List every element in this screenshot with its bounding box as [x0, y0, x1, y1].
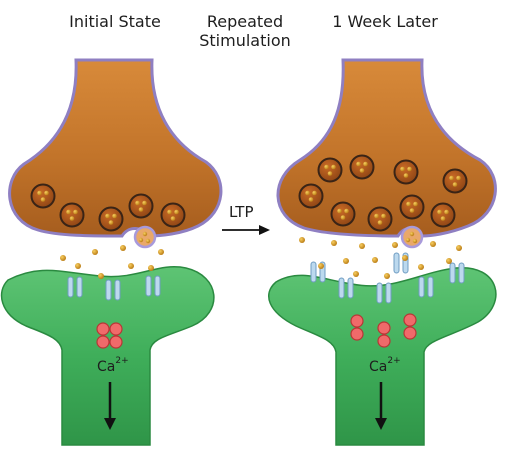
calcium-ion: [109, 322, 123, 336]
calcium-ion: [403, 313, 417, 327]
neurotransmitter: [98, 273, 104, 279]
neurotransmitter: [430, 241, 436, 247]
receptor: [393, 252, 409, 274]
header-one-week-later: 1 Week Later: [332, 12, 438, 31]
neurotransmitter: [331, 240, 337, 246]
vesicle: [349, 154, 375, 180]
vesicles-later: [298, 154, 468, 232]
receptors-initial: [67, 275, 161, 301]
vesicle: [128, 193, 154, 219]
calcium-ion: [403, 326, 417, 340]
calcium-ion: [350, 314, 364, 328]
neurotransmitter: [299, 237, 305, 243]
neurotransmitter: [75, 263, 81, 269]
receptor: [449, 262, 465, 284]
vesicle: [30, 183, 56, 209]
neurotransmitter: [418, 264, 424, 270]
vesicle: [59, 202, 85, 228]
neurotransmitter: [372, 257, 378, 263]
vesicle: [98, 206, 124, 232]
receptor: [67, 276, 83, 298]
neurotransmitter: [353, 271, 359, 277]
calcium-ion: [96, 335, 110, 349]
calcium-ion: [377, 334, 391, 348]
receptor: [418, 276, 434, 298]
header-repeated-stimulation: Repeated Stimulation: [180, 12, 310, 50]
neurotransmitter: [120, 245, 126, 251]
vesicle: [330, 201, 356, 227]
header-initial-state: Initial State: [69, 12, 161, 31]
receptor: [145, 275, 161, 297]
release-site-right: [400, 225, 424, 249]
presynaptic-terminal-left: [8, 58, 223, 238]
neurotransmitter: [456, 245, 462, 251]
receptors-later: [310, 252, 465, 304]
calcium-label-initial: Ca2+: [97, 356, 129, 375]
vesicle: [442, 168, 468, 194]
neurotransmitter: [60, 255, 66, 261]
calcium-ion: [109, 335, 123, 349]
neurotransmitter: [128, 263, 134, 269]
neurotransmitter: [446, 258, 452, 264]
calcium-charge: 2+: [387, 356, 401, 366]
down-arrow-left: [104, 382, 116, 430]
neurotransmitters-initial: [60, 245, 164, 279]
vesicle: [160, 202, 186, 228]
vesicle: [393, 159, 419, 185]
ltp-label: LTP: [229, 203, 254, 221]
calcium-ion: [96, 322, 110, 336]
ltp-arrow: [222, 225, 270, 235]
header-repeated-line2: Stimulation: [199, 31, 291, 50]
calcium-ion: [350, 327, 364, 341]
vesicle: [399, 194, 425, 220]
header-repeated-line1: Repeated: [206, 12, 284, 31]
neurotransmitter: [318, 263, 324, 269]
down-arrow-right: [375, 382, 387, 430]
receptor: [376, 282, 392, 304]
calcium-charge: 2+: [115, 356, 129, 366]
neurotransmitter: [92, 249, 98, 255]
calcium-ions-initial: [96, 322, 123, 349]
neurotransmitter: [158, 249, 164, 255]
vesicle: [367, 206, 393, 232]
calcium-ion: [377, 321, 391, 335]
vesicle: [317, 157, 343, 183]
receptor: [338, 277, 354, 299]
neurotransmitter: [392, 242, 398, 248]
calcium-ions-later: [350, 313, 417, 348]
release-site-left: [133, 225, 157, 249]
receptor: [105, 279, 121, 301]
vesicle: [298, 183, 324, 209]
neurotransmitter: [148, 265, 154, 271]
neurotransmitters-later: [299, 237, 462, 279]
calcium-symbol: Ca: [97, 359, 116, 375]
neurotransmitter: [384, 273, 390, 279]
neurotransmitter: [402, 255, 408, 261]
neurotransmitter: [343, 258, 349, 264]
vesicles-initial: [30, 183, 186, 232]
calcium-label-later: Ca2+: [369, 356, 401, 375]
neurotransmitter: [359, 243, 365, 249]
calcium-symbol: Ca: [369, 359, 388, 375]
vesicle: [430, 202, 456, 228]
